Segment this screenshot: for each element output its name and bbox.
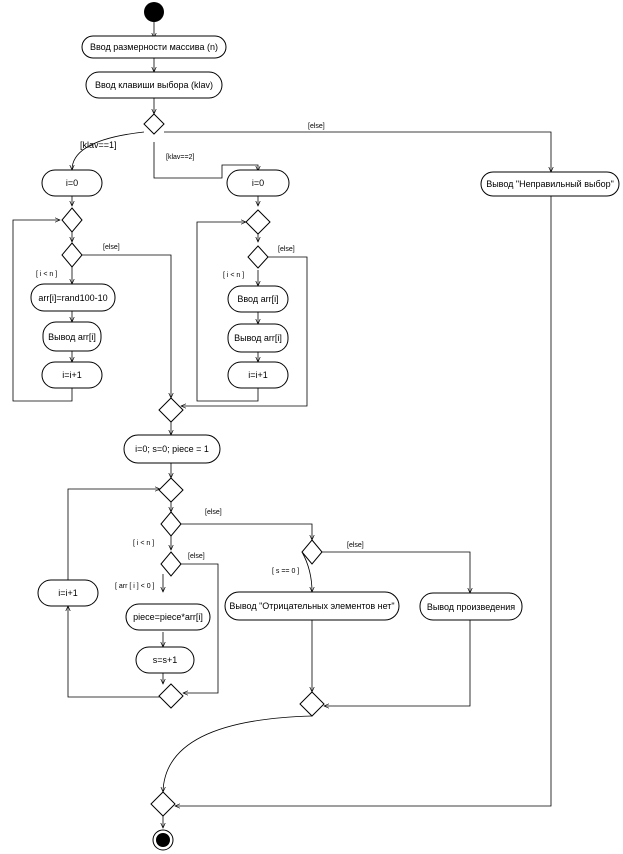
decision-main-loop: [160, 511, 182, 537]
activity-wrong-choice: Вывод "Неправильный выбор": [480, 171, 620, 197]
activity-no-negatives-label: Вывод "Отрицательных элементов нет": [229, 601, 394, 611]
activity-input-key: Ввод клавиши выбора (klav): [85, 71, 223, 99]
edges: [12, 22, 551, 828]
guard-s-zero: [ s == 0 ]: [272, 568, 299, 575]
decision-left-loop: [61, 242, 83, 268]
activity-inc-outer-label: i=i+1: [58, 588, 78, 598]
activity-s-inc: s=s+1: [135, 646, 195, 674]
activity-out-arr-left: Вывод arr[i]: [42, 321, 102, 352]
activity-i0-right: i=0: [226, 169, 290, 197]
activity-inc-right-label: i=i+1: [248, 370, 268, 380]
final-node: [152, 829, 174, 851]
guard-else-inner: [else]: [188, 553, 205, 560]
activity-inc-left: i=i+1: [41, 361, 103, 389]
activity-input-size: Ввод размерности массива (n): [81, 35, 227, 59]
activity-input-size-label: Ввод размерности массива (n): [90, 42, 218, 52]
guard-else-right-loop: [else]: [278, 246, 295, 253]
guard-i-lt-n-left: [ i < n ]: [36, 271, 57, 278]
activity-wrong-choice-label: Вывод "Неправильный выбор": [486, 179, 614, 189]
activity-s-inc-label: s=s+1: [153, 655, 178, 665]
activity-inc-outer: i=i+1: [37, 579, 99, 607]
activity-i0-right-label: i=0: [252, 178, 264, 188]
guard-else-main: [else]: [205, 509, 222, 516]
merge-inner: [158, 683, 184, 709]
activity-i0-left: i=0: [41, 169, 103, 197]
activity-out-arr-right: Вывод arr[i]: [227, 323, 289, 353]
activity-init-vars: i=0; s=0; piece = 1: [123, 434, 221, 464]
activity-input-arr: Ввод arr[i]: [227, 285, 289, 313]
merge-output: [299, 691, 325, 717]
activity-piece-mult-label: piece=piece*arr[i]: [133, 612, 203, 622]
activity-input-key-label: Ввод клавиши выбора (klav): [95, 80, 213, 90]
guard-arr-neg: [ arr [ i ] < 0 ]: [115, 583, 155, 590]
guard-else-s: [else]: [347, 542, 364, 549]
activity-piece-mult: piece=piece*arr[i]: [125, 603, 211, 631]
decision-right-loop: [247, 245, 269, 269]
decision-klav: [143, 113, 165, 135]
decision-arr-neg: [160, 551, 182, 577]
activity-input-arr-label: Ввод arr[i]: [237, 294, 278, 304]
guard-i-lt-n-right: [ i < n ]: [223, 272, 244, 279]
activity-rand-assign: arr[i]=rand100-10: [30, 283, 116, 312]
merge-left-loop: [61, 207, 83, 233]
activity-out-product: Вывод произведения: [419, 592, 523, 621]
guard-klav2: [klav==2]: [166, 154, 194, 161]
guard-klav1: [klav==1]: [80, 140, 117, 150]
merge-main-loop: [158, 477, 184, 503]
activity-rand-assign-label: arr[i]=rand100-10: [38, 293, 107, 303]
activity-out-product-label: Вывод произведения: [427, 602, 515, 612]
merge-branches: [158, 397, 184, 423]
activity-init-vars-label: i=0; s=0; piece = 1: [135, 444, 209, 454]
activity-inc-left-label: i=i+1: [62, 370, 82, 380]
activity-out-arr-left-label: Вывод arr[i]: [48, 332, 96, 342]
decision-s-zero: [301, 539, 323, 565]
activity-inc-right: i=i+1: [227, 361, 289, 389]
merge-right-loop: [245, 209, 271, 235]
guard-else-left-loop: [else]: [103, 244, 120, 251]
guard-i-lt-n-main: [ i < n ]: [133, 540, 154, 547]
guard-else-top: [else]: [308, 123, 325, 130]
activity-out-arr-right-label: Вывод arr[i]: [234, 333, 282, 343]
merge-final: [150, 791, 176, 817]
initial-node: [144, 2, 164, 22]
activity-i0-left-label: i=0: [66, 178, 78, 188]
activity-no-negatives: Вывод "Отрицательных элементов нет": [224, 591, 400, 621]
